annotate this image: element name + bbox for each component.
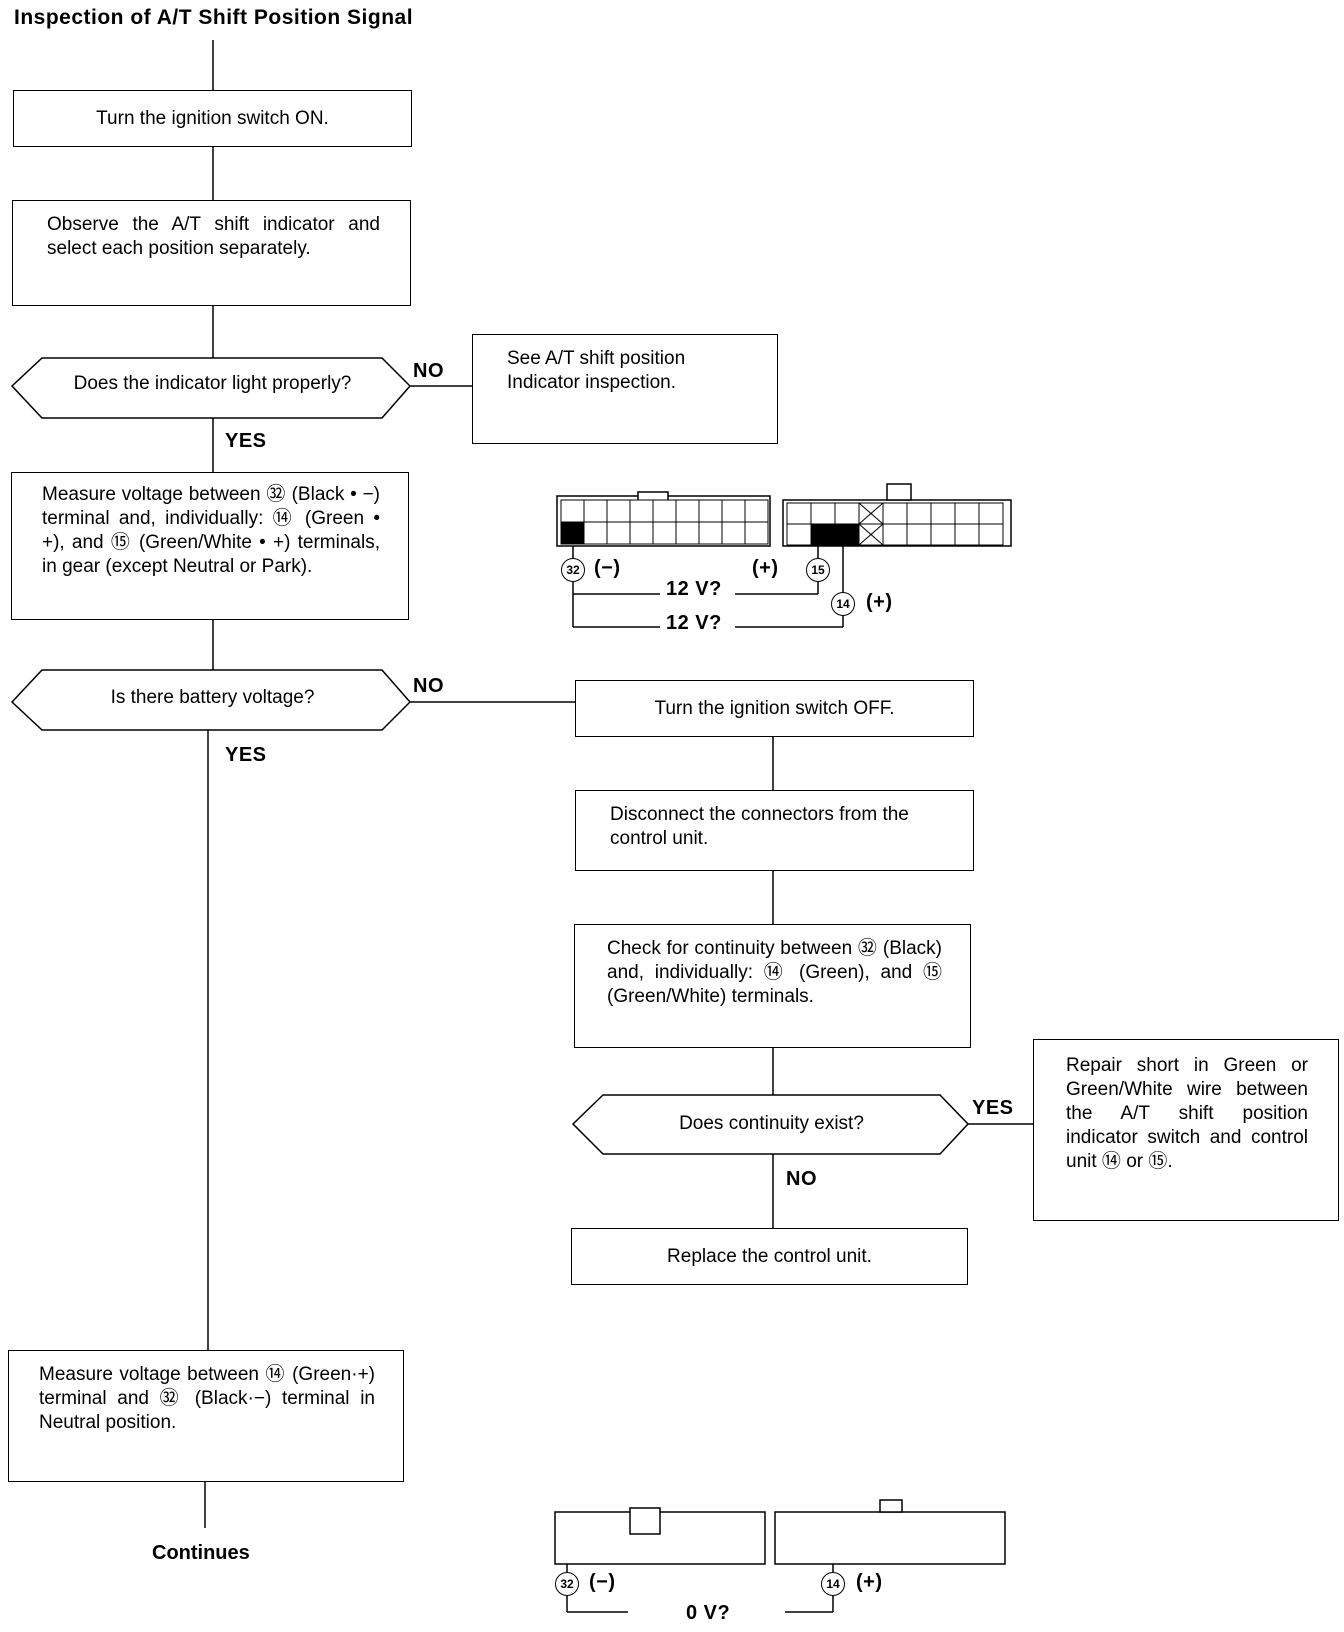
pin-32-top-polarity: (−) bbox=[594, 557, 621, 579]
question-indicator: Does the indicator light properly? bbox=[73, 373, 352, 394]
connector-pin bbox=[930, 523, 956, 546]
connector-pin bbox=[698, 499, 723, 523]
connector-pin-marked bbox=[834, 523, 860, 546]
step-repair-short: Repair short in Green or Green/White wir… bbox=[1033, 1039, 1339, 1221]
connector-pin bbox=[560, 499, 585, 523]
page-title: Inspection of A/T Shift Position Signal bbox=[14, 6, 414, 29]
step-measure-neutral: Measure voltage between ⑭ (Green·+) term… bbox=[8, 1350, 404, 1482]
pin-32-bottom: 32 bbox=[555, 1572, 579, 1596]
connector-pin bbox=[906, 502, 932, 525]
question-continuity: Does continuity exist? bbox=[679, 1113, 864, 1134]
connector-pin bbox=[882, 502, 908, 525]
connector-pin bbox=[954, 502, 980, 525]
connector-pin-marked bbox=[810, 523, 836, 546]
connector-pin bbox=[675, 521, 700, 545]
connector-pin bbox=[978, 523, 1004, 546]
branch-no-battery: NO bbox=[413, 675, 444, 697]
voltage-label-14: 12 V? bbox=[666, 612, 722, 634]
pin-14-bottom-polarity: (+) bbox=[856, 1571, 883, 1593]
connector-pin bbox=[721, 499, 746, 523]
voltage-label-neutral: 0 V? bbox=[686, 1602, 731, 1624]
step-replace-control-unit: Replace the control unit. bbox=[571, 1228, 968, 1285]
connector-pin bbox=[810, 502, 836, 525]
connector-pin bbox=[629, 521, 654, 545]
connector-pin-marked bbox=[560, 521, 585, 545]
connector-pin bbox=[744, 521, 769, 545]
connector-pin bbox=[606, 499, 631, 523]
connector-pin bbox=[954, 523, 980, 546]
step-disconnect-connectors: Disconnect the connectors from the contr… bbox=[575, 790, 974, 871]
step-observe-indicator: Observe the A/T shift indicator and sele… bbox=[12, 200, 411, 306]
pin-14-top: 14 bbox=[831, 592, 855, 616]
step-ignition-off: Turn the ignition switch OFF. bbox=[575, 680, 974, 737]
connector-pin bbox=[834, 502, 860, 525]
connector-pin bbox=[786, 523, 812, 546]
pin-32-top: 32 bbox=[561, 558, 585, 582]
connector-pin-cross bbox=[858, 502, 884, 525]
connector-pin bbox=[606, 521, 631, 545]
step-check-continuity: Check for continuity between ㉜ (Black) a… bbox=[574, 924, 971, 1048]
connector-pin bbox=[882, 523, 908, 546]
pin-32-bottom-polarity: (−) bbox=[589, 1571, 616, 1593]
connector-pin bbox=[675, 499, 700, 523]
step-see-inspection: See A/T shift position Indicator inspect… bbox=[472, 334, 778, 444]
decision-shape-indicator bbox=[10, 357, 412, 419]
branch-yes-indicator: YES bbox=[225, 430, 267, 452]
decision-shape-battery bbox=[10, 669, 412, 731]
connector-pin bbox=[698, 521, 723, 545]
pin-15-top: 15 bbox=[806, 558, 830, 582]
branch-yes-continuity: YES bbox=[972, 1097, 1014, 1119]
connector-pin bbox=[930, 502, 956, 525]
pin-14-top-polarity: (+) bbox=[866, 591, 893, 613]
branch-yes-battery: YES bbox=[225, 744, 267, 766]
voltage-label-15: 12 V? bbox=[666, 578, 722, 600]
connector-pin bbox=[721, 521, 746, 545]
question-battery-voltage: Is there battery voltage? bbox=[110, 687, 315, 708]
pin-15-top-polarity: (+) bbox=[752, 557, 779, 579]
connector-pin bbox=[744, 499, 769, 523]
step-ignition-on: Turn the ignition switch ON. bbox=[13, 90, 412, 147]
continues-label: Continues bbox=[152, 1542, 250, 1564]
connector-pin bbox=[583, 499, 608, 523]
step-measure-in-gear: Measure voltage between ㉜ (Black • −) te… bbox=[11, 472, 409, 620]
connector-pin bbox=[906, 523, 932, 546]
connector-pin-cross bbox=[858, 523, 884, 546]
connector-pin bbox=[652, 521, 677, 545]
connector-pin bbox=[786, 502, 812, 525]
branch-no-continuity: NO bbox=[786, 1168, 817, 1190]
connector-pin bbox=[583, 521, 608, 545]
connector-diagram-bottom bbox=[554, 1499, 1006, 1565]
decision-shape-continuity bbox=[571, 1094, 970, 1155]
pin-14-bottom: 14 bbox=[821, 1572, 845, 1596]
connector-pin bbox=[629, 499, 654, 523]
connector-pin bbox=[978, 502, 1004, 525]
connector-pin bbox=[652, 499, 677, 523]
branch-no-indicator: NO bbox=[413, 360, 444, 382]
